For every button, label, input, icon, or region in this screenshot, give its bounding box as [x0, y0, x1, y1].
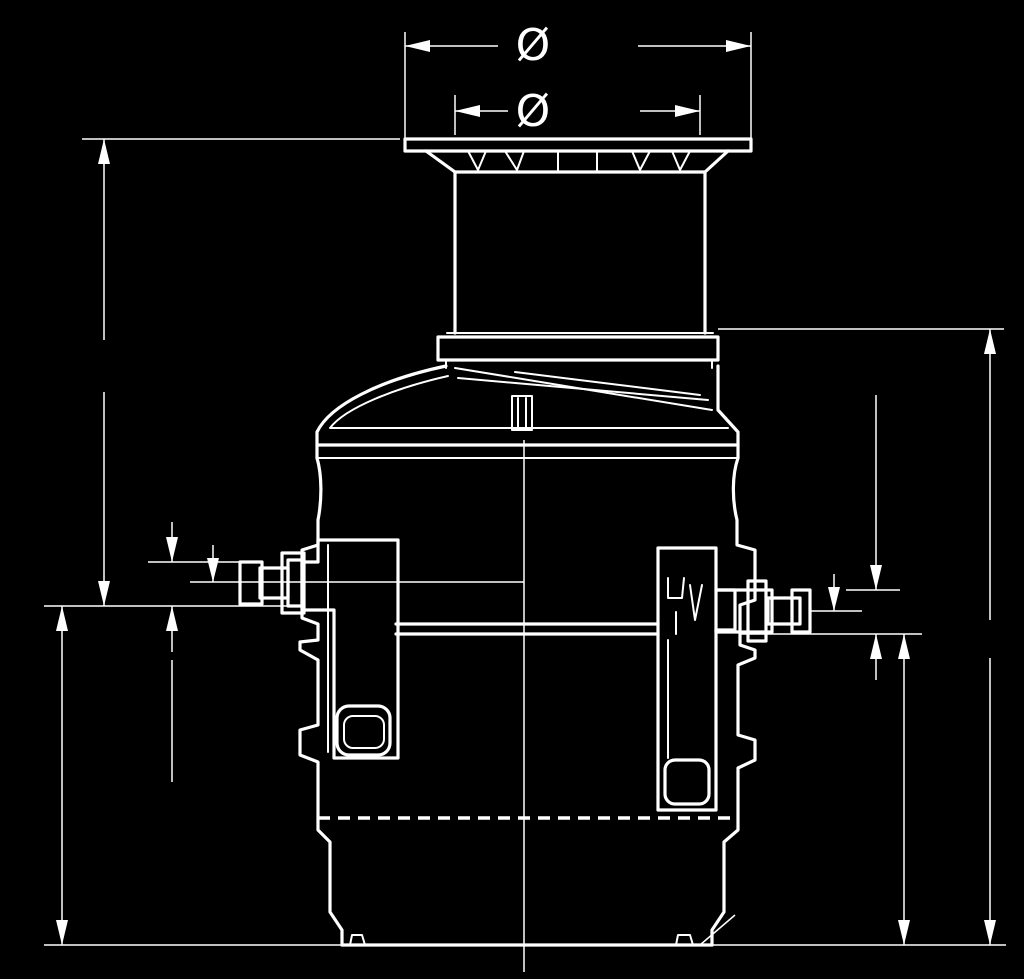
sealing-collar	[436, 335, 720, 369]
inner-diameter-label: Ø	[516, 86, 551, 137]
outer-diameter-label: Ø	[516, 20, 551, 71]
cover-ribs	[467, 150, 691, 173]
extension-shaft	[446, 170, 714, 335]
tank-body	[298, 364, 757, 947]
inlet-pipe	[238, 538, 400, 760]
cover-frame	[403, 137, 753, 174]
outlet-pipe	[656, 546, 812, 812]
dimension-lines	[44, 32, 1006, 946]
